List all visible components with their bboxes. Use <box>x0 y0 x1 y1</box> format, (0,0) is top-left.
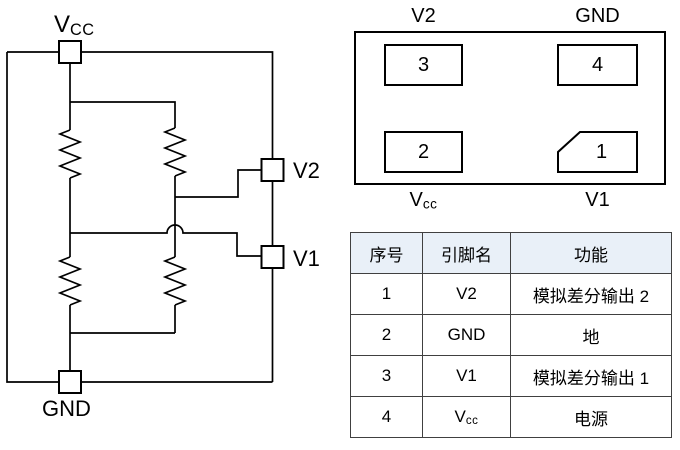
resistor-lower-right <box>162 256 188 306</box>
cell-index: 4 <box>350 396 423 438</box>
package-label-vcc: Vcc <box>385 189 462 215</box>
cell-function: 模拟差分输出 1 <box>510 355 672 397</box>
header-pin-name: 引脚名 <box>422 232 511 274</box>
wire-v1-tap <box>70 224 262 257</box>
table-row: 4 Vcc 电源 <box>350 396 672 438</box>
vcc-label-subscript: CC <box>70 20 95 39</box>
package-pad-1 <box>557 131 638 173</box>
gnd-label: GND <box>42 396 91 421</box>
cell-function: 地 <box>510 314 672 356</box>
vcc-label-base: V <box>54 11 71 38</box>
v1-label: V1 <box>293 246 320 271</box>
pad-v2 <box>260 158 285 182</box>
table-row: 1 V2 模拟差分输出 2 <box>350 273 672 315</box>
table-row: 2 GND 地 <box>350 314 672 356</box>
package-label-v2: V2 <box>411 5 436 27</box>
package-svg <box>354 31 666 185</box>
cell-index: 2 <box>350 314 423 356</box>
resistor-upper-right <box>162 127 188 177</box>
package-pad-4 <box>557 44 638 86</box>
package-label-vcc-subscript: cc <box>422 196 438 212</box>
cell-pin-name: GND <box>422 314 511 356</box>
wire-frame <box>6 51 274 383</box>
header-index: 序号 <box>350 232 423 274</box>
package-pad-3-number: 3 <box>417 54 430 76</box>
resistor-lower-left <box>57 256 83 306</box>
cell-function: 电源 <box>510 396 672 438</box>
package-label-vcc-base: V <box>409 189 423 211</box>
package-pad-4-number: 4 <box>591 54 604 76</box>
package-pad-2 <box>384 131 463 173</box>
pad-gnd <box>58 370 82 394</box>
cell-pin-name: Vcc <box>422 396 511 438</box>
cell-pin-name: V2 <box>422 273 511 315</box>
pin-function-table: 序号 引脚名 功能 1 V2 模拟差分输出 2 2 GND 地 3 V1 模拟差… <box>350 232 672 438</box>
cell-pin-name: V1 <box>422 355 511 397</box>
pad-vcc <box>58 40 82 64</box>
wire-top-branch <box>70 101 176 128</box>
package-label-v1: V1 <box>585 189 610 211</box>
package-label-gnd: GND <box>575 5 620 27</box>
pad-v1 <box>260 245 285 269</box>
cell-index: 3 <box>350 355 423 397</box>
header-function: 功能 <box>510 232 672 274</box>
resistor-upper-left <box>57 129 83 179</box>
package-pad-2-number: 2 <box>417 141 430 163</box>
package-pad-1-number: 1 <box>595 141 608 163</box>
vcc-label: VCC <box>54 11 95 39</box>
table-row: 3 V1 模拟差分输出 1 <box>350 355 672 397</box>
cell-index: 1 <box>350 273 423 315</box>
cell-function: 模拟差分输出 2 <box>510 273 672 315</box>
wire-v2-tap <box>175 169 262 198</box>
schematic-svg <box>6 40 285 394</box>
package-pad-3 <box>384 44 463 86</box>
table-header-row: 序号 引脚名 功能 <box>350 232 672 274</box>
v2-label: V2 <box>293 158 320 183</box>
